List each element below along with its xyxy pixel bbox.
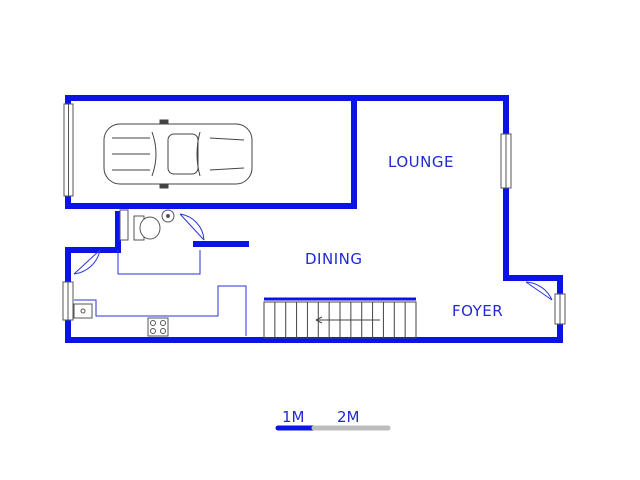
room-label-dining: DINING (305, 250, 362, 268)
door-kitchen (73, 249, 101, 275)
bathroom-fixtures (133, 209, 175, 241)
car-body (103, 123, 253, 185)
car-icon (103, 119, 253, 189)
staircase (263, 297, 417, 339)
bath-partition-wall (65, 211, 121, 253)
stove-burner-1 (150, 320, 156, 326)
scale-label-2m: 2M (337, 408, 360, 426)
room-label-foyer: FOYER (452, 302, 503, 320)
car-hood-lines (112, 137, 150, 171)
basin-icon (161, 209, 175, 223)
car-mirror-bottom (159, 183, 169, 189)
scale-bar: 1M 2M (275, 408, 391, 431)
stove-burner-3 (150, 328, 156, 334)
counters (74, 250, 247, 336)
stair-arrow-head (315, 316, 323, 324)
kitchen-counter (74, 285, 247, 336)
toilet-bowl (139, 216, 161, 240)
dining-counter (117, 250, 201, 275)
scale-label-1m: 1M (282, 408, 305, 426)
car-roof (167, 133, 199, 175)
room-label-lounge: LOUNGE (388, 153, 454, 171)
sink-drain (80, 308, 86, 314)
toilet-icon (133, 215, 161, 241)
window-bath (119, 209, 129, 241)
car-mirror-top (159, 119, 169, 125)
stove-burner-4 (160, 328, 166, 334)
stove-burner-2 (160, 320, 166, 326)
stove-body (147, 317, 169, 337)
car-windshield (151, 131, 157, 177)
doors (73, 213, 553, 301)
car-rear-window (196, 131, 201, 177)
basin-drain (166, 214, 170, 218)
stove-icon (147, 317, 169, 337)
windows (62, 103, 566, 325)
sink-icon (73, 303, 93, 319)
door-bathroom (179, 213, 205, 241)
door-foyer (525, 281, 553, 301)
car-trunk-lines (209, 137, 245, 171)
